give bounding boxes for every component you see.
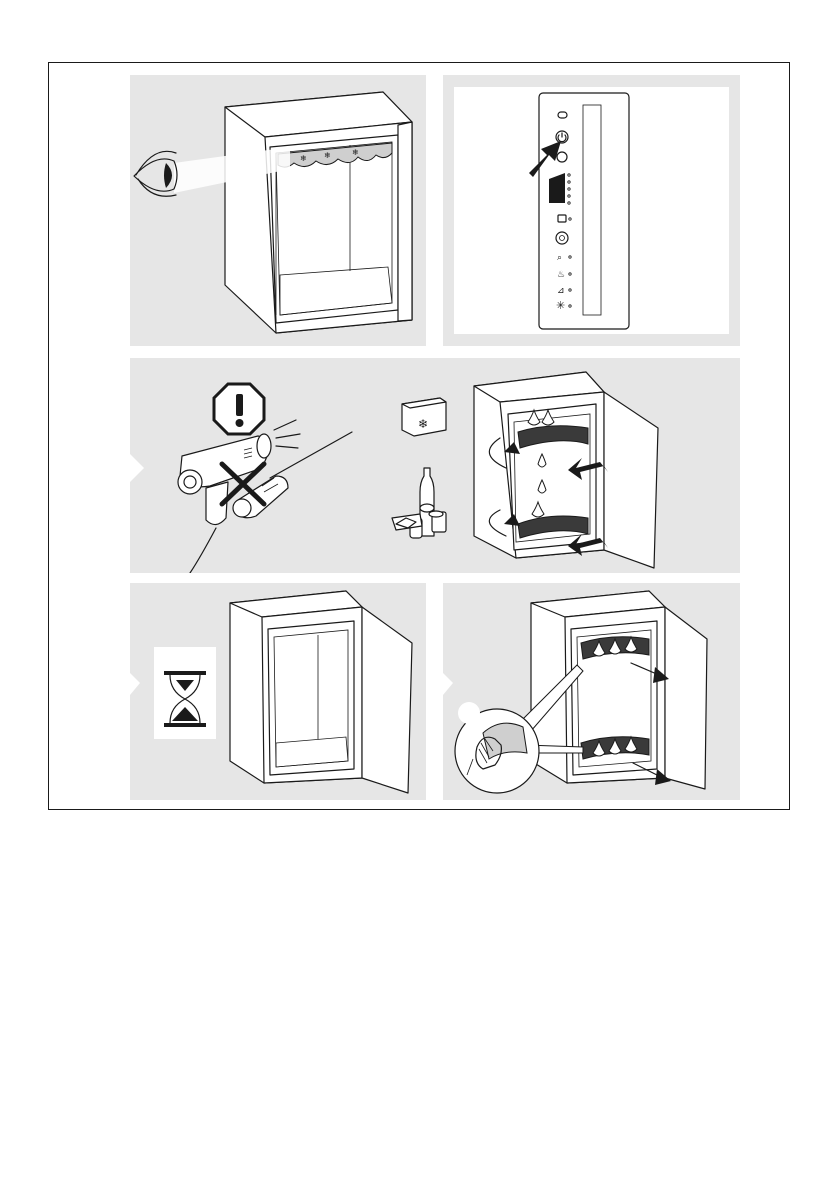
- svg-text:⊿: ⊿: [557, 285, 565, 295]
- freezer-inspection-illustration: ❄ ❄ ❄: [130, 75, 426, 346]
- svg-text:❄: ❄: [324, 151, 331, 160]
- panel-control-display: ⌕ ♨ ⊿ ✳: [443, 75, 740, 346]
- panel-wait: [130, 583, 426, 800]
- svg-text:❄: ❄: [300, 154, 307, 163]
- freezer-cabinet-open: [230, 591, 412, 793]
- control-panel-illustration: ⌕ ♨ ⊿ ✳: [443, 75, 740, 346]
- panel-defrost-procedure: ❄: [130, 358, 740, 573]
- svg-text:⌕: ⌕: [557, 252, 562, 262]
- panel-wipe-water: [443, 583, 740, 800]
- wait-illustration: [130, 583, 426, 800]
- warning-icon: [214, 384, 264, 434]
- food-items-icon: [392, 468, 446, 538]
- eye-icon: [134, 151, 177, 196]
- panel-check-ice: ❄ ❄ ❄: [130, 75, 426, 346]
- cool-box-icon: ❄: [402, 398, 446, 436]
- wipe-water-illustration: [443, 583, 740, 800]
- control-panel: [539, 93, 629, 329]
- svg-text:❄: ❄: [418, 417, 428, 431]
- svg-text:❄: ❄: [352, 148, 359, 157]
- svg-text:♨: ♨: [557, 269, 565, 279]
- freezer-cabinet-open: [474, 372, 658, 568]
- defrost-procedure-illustration: ❄: [130, 358, 740, 573]
- svg-text:✳: ✳: [556, 300, 565, 312]
